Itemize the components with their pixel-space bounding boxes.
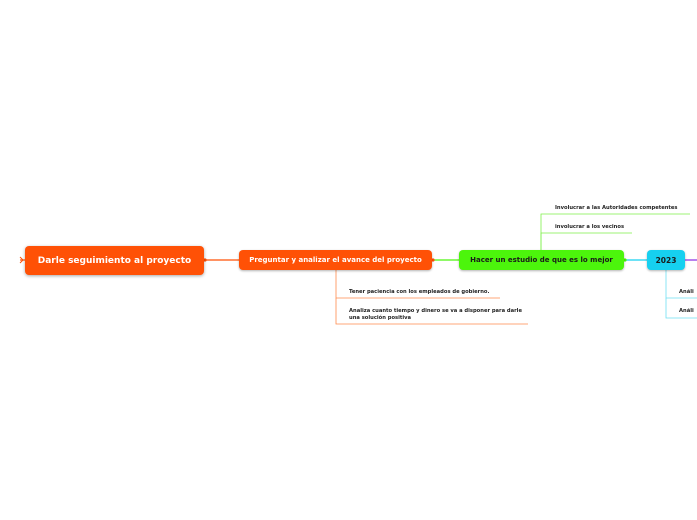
topic-2023-label: 2023 — [655, 255, 677, 265]
root-topic[interactable]: Darle seguimiento al proyecto — [25, 246, 204, 275]
topic-hacer-estudio[interactable]: Hacer un estudio de que es lo mejor — [459, 250, 624, 270]
topic-preguntar[interactable]: Preguntar y analizar el avance del proye… — [239, 250, 432, 270]
subtopic-analiza-tiempo[interactable]: Analiza cuanto tiempo y dinero se va a d… — [349, 308, 522, 321]
link-hacer-child1 — [540, 213, 690, 250]
subtopic-2023-analisis-1[interactable]: Análi — [679, 289, 694, 295]
topic-preguntar-label: Preguntar y analizar el avance del proye… — [249, 256, 422, 264]
subtopic-involucrar-autoridades[interactable]: Involucrar a las Autoridades competentes — [555, 205, 678, 211]
topic-2023[interactable]: 2023 — [647, 250, 685, 270]
subtopic-tener-paciencia[interactable]: Tener paciencia con los empleados de gob… — [349, 289, 490, 295]
link-hacer-child2 — [540, 232, 632, 250]
root-left-tip — [19, 256, 24, 264]
subtopic-2023-analisis-2[interactable]: Análi — [679, 308, 694, 314]
root-topic-label: Darle seguimiento al proyecto — [37, 255, 192, 266]
subtopic-involucrar-vecinos[interactable]: involucrar a los vecinos — [555, 224, 625, 230]
topic-hacer-estudio-label: Hacer un estudio de que es lo mejor — [470, 256, 613, 264]
